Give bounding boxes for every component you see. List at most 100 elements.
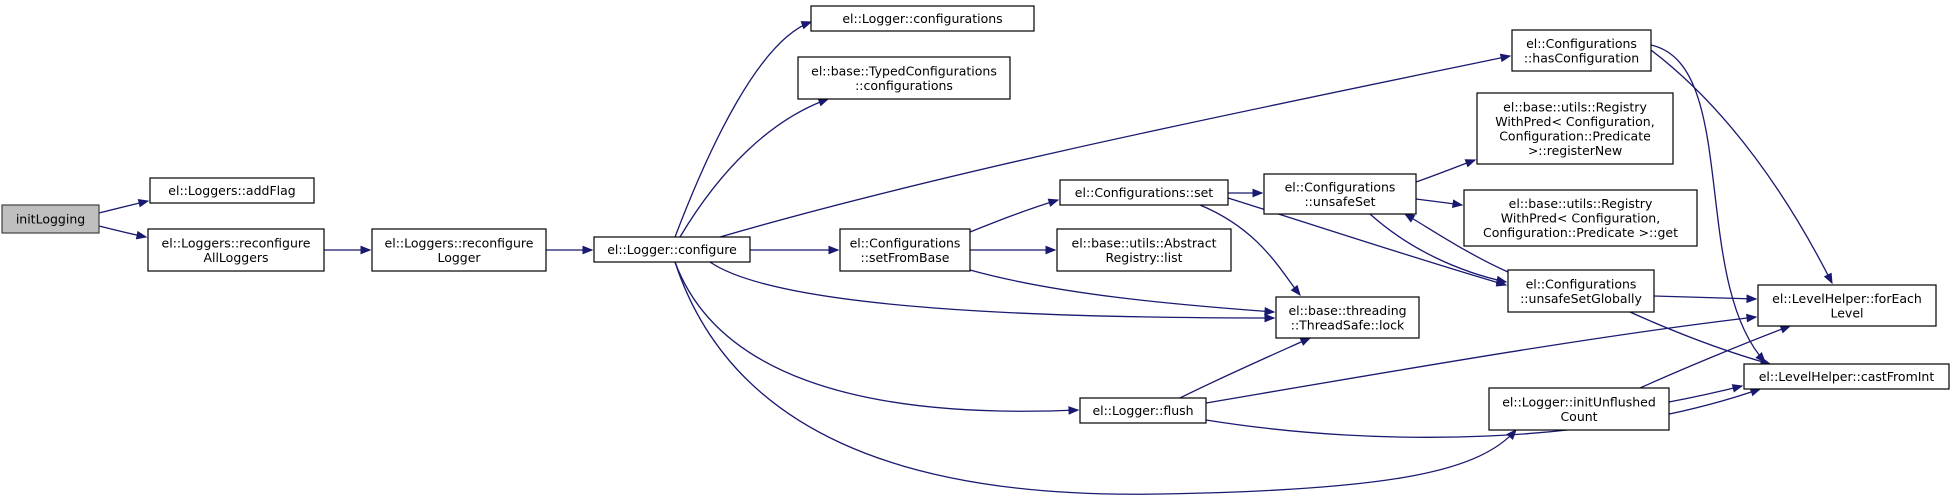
edge-configure-to-has-configuration [719, 53, 1512, 238]
edge-set-from-base-to-abstract-list [969, 245, 1057, 255]
edge-arrowhead [137, 198, 150, 208]
node-label: el::Loggers::reconfigure [385, 235, 534, 250]
edge-arrowhead [1047, 198, 1060, 207]
node-label: Configuration::Predicate >::get [1483, 225, 1678, 240]
node-label: Registry::list [1105, 250, 1182, 265]
node-label: el::base::TypedConfigurations [811, 63, 997, 78]
edge-has-configuration-to-for-each-level [1650, 49, 1833, 285]
edge-arrowhead [360, 245, 372, 255]
node-box [797, 56, 1011, 100]
node-has-configuration[interactable]: el::Configurations::hasConfiguration [1511, 29, 1652, 72]
edge-arrowhead [1495, 275, 1508, 285]
edge-line [674, 21, 812, 238]
edge-line [1205, 316, 1757, 404]
node-add-flag[interactable]: el::Loggers::addFlag [149, 177, 315, 204]
edge-arrowhead [1290, 284, 1301, 297]
node-label: el::Logger::configurations [842, 11, 1002, 26]
node-unsafe-set[interactable]: el::Configurations::unsafeSet [1263, 173, 1417, 215]
node-label: el::Logger::initUnflushed [1502, 394, 1656, 409]
edge-arrowhead [135, 230, 148, 240]
edge-unsafe-set-to-register-new [1415, 159, 1477, 183]
node-label: AllLoggers [203, 250, 268, 265]
edge-configure-to-flush [674, 261, 1080, 415]
node-label: Configuration::Predicate [1499, 128, 1651, 143]
node-label: el::Logger::flush [1092, 403, 1193, 418]
edge-line [1653, 295, 1757, 300]
edge-configure-to-set-from-base [749, 245, 840, 255]
edge-line [709, 261, 1275, 319]
edge-arrowhead [828, 245, 840, 255]
node-thread-lock[interactable]: el::base::threading::ThreadSafe::lock [1275, 296, 1420, 339]
edge-line [1650, 44, 1766, 363]
edge-line [1199, 204, 1301, 296]
node-label: ::unsafeSetGlobally [1520, 291, 1642, 306]
node-box [149, 177, 315, 204]
node-label: el::Configurations [1526, 36, 1637, 51]
node-typed-configurations[interactable]: el::base::TypedConfigurations::configura… [797, 56, 1011, 100]
edge-arrowhead [1755, 352, 1766, 363]
edge-reconf-all-to-reconf-logger [323, 245, 372, 255]
node-box [1511, 29, 1652, 72]
node-box [147, 228, 325, 272]
edge-flush-to-for-each-level [1205, 313, 1758, 404]
node-cast-from-int[interactable]: el::LevelHelper::castFromInt [1743, 363, 1950, 390]
node-label: el::Logger::configure [607, 242, 737, 257]
node-label: el::base::utils::Abstract [1072, 235, 1217, 250]
edge-arrowhead [1451, 199, 1464, 208]
edge-unsafe-set-globally-to-unsafe-set [1403, 213, 1509, 273]
node-label: ::unsafeSet [1304, 194, 1375, 209]
edge-line [1639, 325, 1791, 389]
node-flush[interactable]: el::Logger::flush [1079, 397, 1207, 424]
node-label: WithPred< Configuration, [1501, 211, 1660, 226]
edge-arrowhead [1252, 188, 1264, 198]
node-label: el::Configurations [850, 235, 961, 250]
edge-line [1629, 311, 1771, 365]
edge-arrowhead [1068, 406, 1080, 415]
edge-arrowhead [800, 21, 813, 30]
edge-unsafe-set-globally-to-for-each-level [1653, 294, 1758, 304]
edge-arrowhead [1299, 337, 1312, 346]
node-label: el::base::threading [1288, 303, 1406, 318]
node-box [1743, 363, 1950, 390]
node-label: ::ThreadSafe::lock [1291, 317, 1405, 332]
node-box [593, 236, 751, 263]
edge-reconf-logger-to-configure [545, 245, 594, 255]
node-label: ::setFromBase [861, 250, 950, 265]
edge-conf-set-to-thread-lock [1199, 204, 1301, 297]
node-box [371, 228, 547, 272]
edge-configure-to-typed-configurations [679, 98, 830, 238]
node-label: el::LevelHelper::castFromInt [1759, 369, 1935, 384]
node-label: el::LevelHelper::forEach [1772, 291, 1922, 306]
node-label: el::Configurations [1285, 179, 1396, 194]
node-box [1463, 189, 1698, 247]
node-label: WithPred< Configuration, [1495, 114, 1654, 129]
node-unsafe-set-globally[interactable]: el::Configurations::unsafeSetGlobally [1507, 269, 1655, 313]
edge-line [1369, 213, 1507, 283]
node-box [810, 5, 1035, 32]
edge-line [969, 199, 1059, 233]
edge-arrowhead [1746, 313, 1758, 323]
node-label: >::registerNew [1528, 143, 1622, 158]
node-conf-set[interactable]: el::Configurations::set [1059, 179, 1229, 206]
node-label: el::Loggers::reconfigure [162, 235, 311, 250]
node-configure[interactable]: el::Logger::configure [593, 236, 751, 263]
edge-arrowhead [1731, 384, 1744, 393]
edge-arrowhead [1403, 213, 1416, 223]
edge-arrowhead [1464, 159, 1477, 168]
edge-unsafe-set-to-registry-get [1415, 198, 1464, 208]
node-set-from-base[interactable]: el::Configurations::setFromBase [839, 228, 971, 272]
node-label: el::base::utils::Registry [1503, 99, 1647, 114]
edge-arrowhead [582, 245, 594, 255]
node-label: el::Configurations::set [1075, 185, 1213, 200]
node-init-logging[interactable]: initLogging [1, 204, 100, 234]
node-label: el::base::utils::Registry [1509, 196, 1653, 211]
node-box [1507, 269, 1655, 313]
node-logger-configurations[interactable]: el::Logger::configurations [810, 5, 1035, 32]
